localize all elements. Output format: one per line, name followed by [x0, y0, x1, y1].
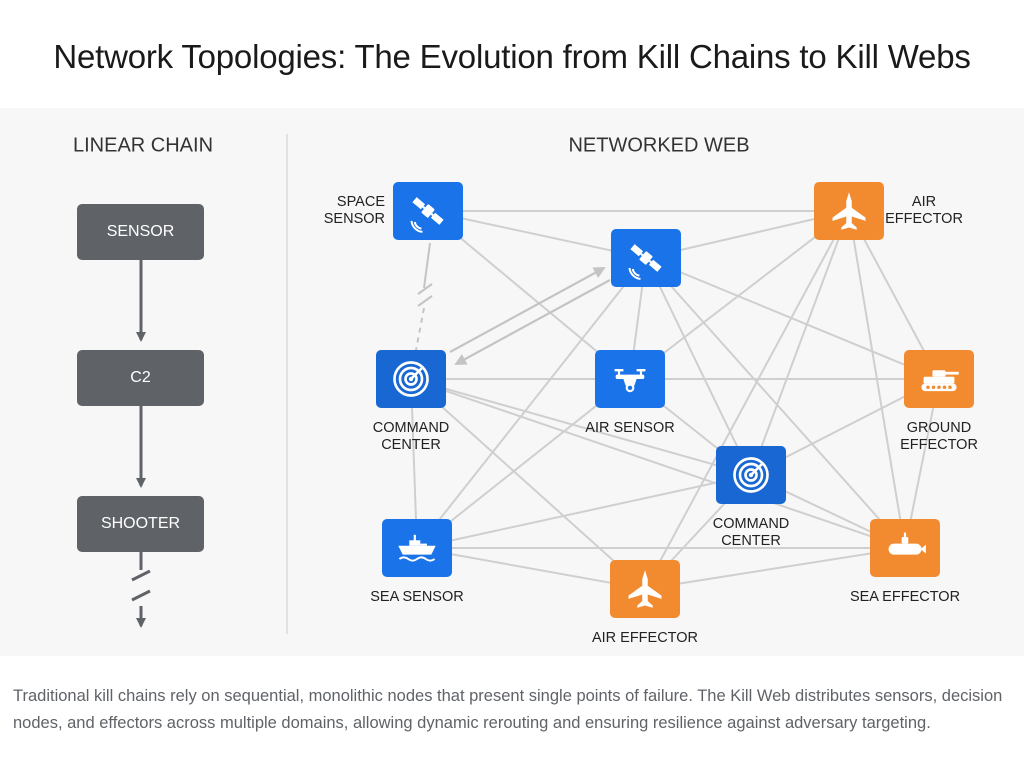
broken-link-segment — [423, 242, 431, 289]
web-node-label: CENTER — [381, 437, 441, 453]
chain-node-shooter — [77, 496, 204, 552]
radar-icon — [393, 361, 429, 397]
web-node-label: COMMAND — [713, 516, 790, 532]
web-link — [427, 210, 631, 380]
web-link — [416, 547, 646, 590]
chain-node-label: C2 — [130, 369, 151, 386]
broken-link-mark — [417, 283, 433, 295]
web-link — [645, 257, 906, 549]
web-link — [416, 378, 631, 549]
web-node-sea-effector: SEA EFFECTOR — [850, 519, 960, 605]
web-link — [410, 378, 752, 476]
web-node-label: AIR — [912, 194, 936, 210]
kill-web-diagram: LINEAR CHAIN NETWORKED WEB SENSOR C2 SHO… — [73, 134, 978, 646]
web-link — [750, 210, 850, 476]
chain-node-sensor — [77, 204, 204, 260]
diagram-panel: LINEAR CHAIN NETWORKED WEB SENSOR C2 SHO… — [0, 108, 1024, 656]
chain-break-mark — [131, 569, 151, 582]
web-node-label: CENTER — [721, 533, 781, 549]
reroute-arrow — [454, 279, 611, 365]
web-link — [645, 257, 752, 476]
web-link — [410, 378, 646, 590]
web-link — [644, 547, 906, 590]
web-node-sea-sensor: SEA SENSOR — [370, 519, 464, 605]
web-link — [644, 210, 850, 590]
web-link — [416, 474, 752, 549]
web-link — [645, 257, 940, 380]
web-node-label: EFFECTOR — [900, 437, 978, 453]
web-node-label: EFFECTOR — [885, 211, 963, 227]
web-node-satellite — [611, 229, 681, 287]
dashed-link — [415, 307, 425, 351]
networked-web-heading: NETWORKED WEB — [568, 134, 749, 156]
web-link — [410, 378, 906, 549]
web-link — [416, 257, 647, 549]
web-node-label: SENSOR — [324, 211, 385, 227]
web-node-label: COMMAND — [373, 420, 450, 436]
page-title: Network Topologies: The Evolution from K… — [53, 38, 971, 75]
chain-node-c2 — [77, 350, 204, 406]
chain-node-label: SENSOR — [107, 223, 175, 240]
linear-chain: SENSOR C2 SHOOTER — [77, 204, 204, 628]
chain-break-mark — [131, 589, 151, 602]
radar-icon — [733, 457, 769, 493]
broken-link-mark — [417, 295, 433, 307]
web-node-label: AIR EFFECTOR — [592, 630, 698, 646]
web-node-label: SEA SENSOR — [370, 589, 463, 605]
web-node-air-effector-bottom: AIR EFFECTOR — [592, 560, 698, 646]
web-node-label: AIR SENSOR — [585, 420, 674, 436]
reroute-arrow — [449, 267, 606, 353]
web-node-label: SPACE — [337, 194, 385, 210]
linear-chain-heading: LINEAR CHAIN — [73, 134, 213, 156]
web-node-label: SEA EFFECTOR — [850, 589, 960, 605]
web-special-edges — [415, 242, 611, 365]
chain-node-label: SHOOTER — [101, 515, 180, 532]
web-node-label: GROUND — [907, 420, 971, 436]
caption: Traditional kill chains rely on sequenti… — [13, 687, 1003, 732]
web-link — [427, 210, 647, 259]
web-link — [629, 210, 850, 380]
web-node-air-sensor: AIR SENSOR — [585, 350, 675, 436]
